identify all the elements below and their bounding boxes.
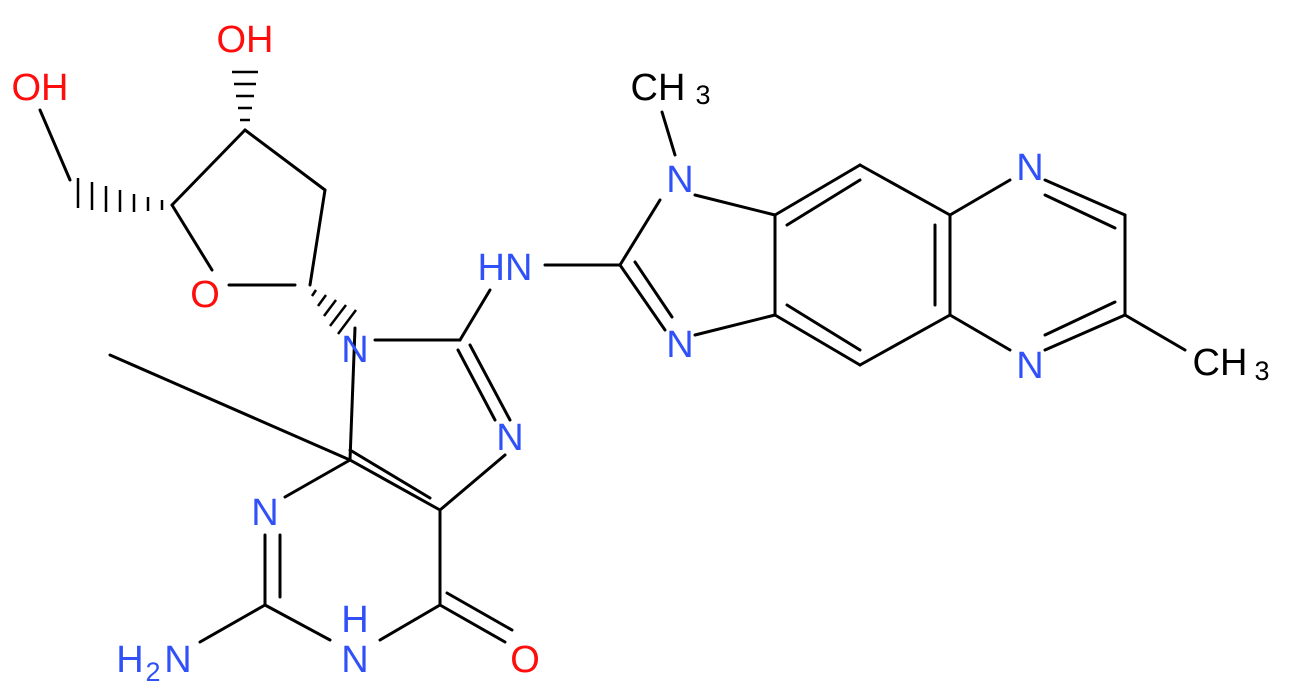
bond bbox=[773, 163, 862, 217]
pyrazine-n-bottom-label: N bbox=[1016, 345, 1043, 387]
hash bbox=[337, 309, 357, 335]
bond bbox=[38, 108, 72, 182]
n1-hydrogen-label: H bbox=[341, 599, 368, 641]
n7-label: N bbox=[496, 417, 523, 459]
bond bbox=[660, 110, 677, 157]
hash bbox=[316, 294, 328, 307]
bond bbox=[348, 458, 442, 512]
bond bbox=[1043, 313, 1127, 352]
bond bbox=[378, 603, 442, 642]
bond bbox=[785, 303, 862, 352]
bond bbox=[1043, 300, 1117, 337]
bond bbox=[1043, 178, 1127, 217]
amino-subscript-label: 2 bbox=[145, 657, 160, 687]
bond bbox=[468, 343, 512, 422]
hashed-bonds bbox=[76, 70, 357, 335]
bond bbox=[693, 313, 777, 337]
bond bbox=[785, 178, 862, 227]
n3-label: N bbox=[251, 492, 278, 534]
bond bbox=[438, 453, 507, 512]
amino-hydrogen-label: H bbox=[116, 639, 143, 681]
imidazole-n-bottom-label: N bbox=[666, 324, 693, 366]
bond bbox=[948, 313, 1012, 352]
bond bbox=[948, 178, 1012, 217]
bond bbox=[773, 313, 862, 367]
bond bbox=[858, 163, 952, 217]
pyrazine-n-top-label: N bbox=[1016, 147, 1043, 189]
hash bbox=[323, 299, 337, 317]
methyl-right-label: CH bbox=[1193, 342, 1248, 384]
bond bbox=[263, 603, 332, 642]
hash bbox=[329, 304, 347, 327]
bond bbox=[308, 188, 327, 287]
hash bbox=[310, 289, 318, 297]
bond bbox=[633, 260, 674, 319]
bond bbox=[458, 288, 492, 342]
bond bbox=[1123, 313, 1187, 352]
bond bbox=[858, 313, 952, 367]
methyl-right-subscript: 3 bbox=[1254, 356, 1269, 386]
bond bbox=[283, 458, 352, 499]
bond bbox=[1043, 193, 1117, 230]
bond bbox=[198, 603, 267, 644]
bond bbox=[618, 198, 662, 267]
bond bbox=[348, 326, 357, 462]
n1-label: N bbox=[341, 639, 368, 681]
methyl-top-subscript: 3 bbox=[695, 80, 710, 110]
hydroxyl-top-label: OH bbox=[217, 19, 274, 61]
bond bbox=[348, 448, 432, 500]
bonds bbox=[38, 108, 1187, 644]
bond bbox=[243, 128, 327, 192]
imidazole-n-methyl-label: N bbox=[666, 159, 693, 201]
methyl-top-label: CH bbox=[631, 67, 686, 109]
bond bbox=[438, 603, 507, 644]
amine-link-label: HN bbox=[478, 247, 533, 289]
atom-labels: OH OH O N N N H N H 2 N O HN N CH 3 N N … bbox=[12, 19, 1270, 687]
carbonyl-oxygen-label: O bbox=[510, 639, 540, 681]
hydroxyl-left-label: OH bbox=[12, 67, 69, 109]
bond bbox=[108, 353, 352, 462]
bond bbox=[618, 263, 667, 332]
n9-label: N bbox=[341, 329, 368, 371]
bond bbox=[170, 128, 247, 207]
amino-nitrogen-label: N bbox=[164, 639, 191, 681]
bond bbox=[445, 591, 514, 632]
bond bbox=[456, 348, 497, 422]
ring-oxygen-label: O bbox=[190, 274, 220, 316]
bond bbox=[170, 203, 214, 272]
bond bbox=[693, 193, 777, 217]
